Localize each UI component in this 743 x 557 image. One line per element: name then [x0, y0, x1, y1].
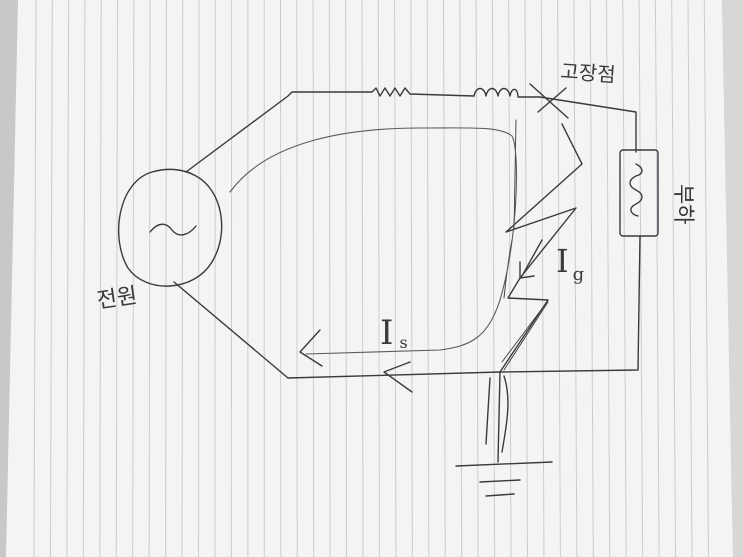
fault-point-mark — [529, 83, 569, 119]
ruled-line — [410, 0, 413, 557]
ruled-line — [99, 0, 102, 557]
ruled-line — [540, 0, 545, 557]
generator-sine — [149, 223, 197, 236]
ruled-line — [115, 0, 118, 557]
ig-label-sub: g — [573, 264, 585, 285]
ruled-line — [687, 0, 693, 557]
is-arrow-head — [299, 329, 323, 367]
ruled-line — [654, 0, 660, 557]
load-label: 부하 — [670, 184, 695, 224]
ruled-line — [671, 0, 677, 557]
ruled-line — [573, 0, 578, 557]
ruled-line — [33, 0, 37, 557]
ruled-line — [361, 0, 364, 557]
ig-label-main: I — [556, 242, 569, 280]
ruled-line — [638, 0, 644, 557]
ruled-line — [557, 0, 561, 557]
load-box — [619, 149, 659, 237]
ig-arrow — [519, 239, 543, 279]
ruled-line — [82, 0, 86, 557]
notebook-page — [6, 0, 733, 557]
source-label: 전원 — [95, 284, 139, 314]
ruled-line — [132, 0, 135, 557]
ruled-line — [345, 0, 348, 557]
ruled-line — [524, 0, 528, 557]
ruled-line — [589, 0, 594, 557]
page-edge-shade — [722, 0, 743, 557]
fault-current-zigzag — [499, 123, 583, 373]
fault-point-label: 고장점 — [560, 59, 617, 87]
is-current-loop — [229, 127, 518, 355]
ruled-line — [181, 0, 184, 557]
ruled-line — [443, 0, 446, 557]
ruled-line — [198, 0, 200, 557]
is-label-sub: s — [399, 333, 407, 352]
circuit-sketch — [117, 83, 659, 497]
load-return-wire — [499, 235, 641, 373]
ruled-line — [165, 0, 167, 557]
ground-wire — [485, 371, 509, 463]
ruled-line — [312, 0, 315, 557]
ruled-line — [475, 0, 479, 557]
ruled-line — [703, 0, 709, 557]
bottom-wire — [173, 281, 501, 379]
bottom-arrow — [383, 361, 413, 393]
line-inductor — [473, 87, 637, 153]
ruled-line — [66, 0, 70, 557]
ruled-line — [426, 0, 430, 557]
ruled-line — [49, 0, 53, 557]
is-label-main: I — [380, 313, 393, 353]
line-resistor — [371, 87, 475, 97]
ruled-line — [328, 0, 331, 557]
ground-symbol — [455, 461, 553, 497]
ruled-line — [606, 0, 611, 557]
ruled-line — [394, 0, 397, 557]
generator-symbol — [117, 168, 223, 287]
top-wire — [185, 91, 373, 173]
ruled-line — [459, 0, 463, 557]
ruled-lines — [33, 0, 709, 557]
load-resistor-symbol — [629, 163, 643, 217]
ruled-line — [148, 0, 151, 557]
ruled-line — [622, 0, 627, 557]
